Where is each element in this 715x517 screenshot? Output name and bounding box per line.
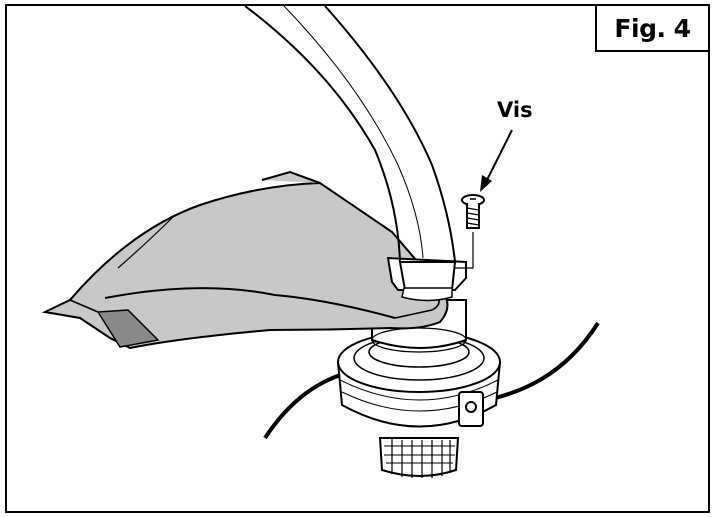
figure-label: Fig. 4 (614, 13, 691, 43)
curved-shaft (244, 5, 456, 263)
screw-leader-line (455, 232, 474, 269)
screw (461, 194, 485, 229)
line-eyelet (458, 391, 484, 427)
callout-arrow (480, 129, 513, 192)
spool-bottom-knob (378, 437, 460, 478)
figure-label-box: Fig. 4 (595, 6, 708, 52)
screw-callout-label: Vis (497, 98, 533, 122)
debris-guard (41, 170, 449, 350)
shaft-clamp (386, 256, 467, 302)
